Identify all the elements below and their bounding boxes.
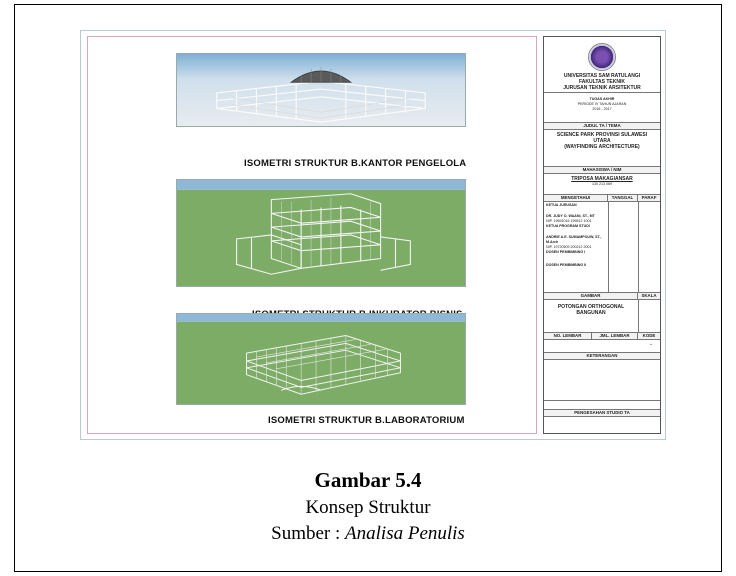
tb-period-label: TUGAS AKHIR [589, 97, 615, 101]
tb-sheet-count: JML. LEMBAR [592, 333, 638, 339]
kantor-structure-render [177, 54, 465, 126]
laboratorium-structure-render [177, 314, 465, 404]
tb-drawing-title-1: POTONGAN ORTHOGONAL [557, 304, 625, 310]
tb-student-id: 130 213 069 [592, 182, 612, 186]
tb-period: TUGAS AKHIR PERIODE IV TAHUN AJARAN 2016… [544, 93, 660, 123]
tb-header-paraf: PARAF [641, 195, 657, 200]
inkubator-structure-render [177, 180, 465, 286]
tb-footer-label: PENGESAHAN STUDIO TA [544, 410, 660, 417]
tb-sheet-code-label: KODE [642, 333, 656, 338]
tb-drawing-divider [638, 300, 639, 332]
panel-laboratorium [176, 313, 466, 405]
panel-kantor-pengelola [176, 53, 466, 127]
figure-frame [14, 4, 722, 572]
tb-period-line-2: 2016 - 2017 [592, 107, 612, 111]
tb-sheet-header: NO. LEMBAR JML. LEMBAR KODE [544, 333, 660, 340]
tb-approval-header: MENGETAHUI TANGGAL PARAF [544, 195, 660, 202]
tb-drawing-title-2: BANGUNAN [576, 310, 606, 316]
tb-project-title-2: UTARA [593, 138, 611, 144]
tb-department: JURUSAN TEKNIK ARSITEKTUR [563, 85, 641, 91]
drawing-area: ISOMETRI STRUKTUR B.KANTOR PENGELOLA [87, 36, 537, 434]
tb-university: UNIVERSITAS SAM RATULANGI [563, 73, 641, 79]
tb-header-mengetahui: MENGETAHUI [544, 195, 608, 201]
tb-student: MAHASISWA / NIM TRIPOSA MAKAGIANSAR 130 … [544, 167, 660, 195]
drawing-sheet: ISOMETRI STRUKTUR B.KANTOR PENGELOLA [80, 30, 666, 440]
figure-source: Sumber : Analisa Penulis [0, 523, 736, 545]
tb-approval-row: DOSEN PEMBIMBING I [546, 250, 586, 254]
caption-laboratorium: ISOMETRI STRUKTUR B.LABORATORIUM [268, 415, 465, 426]
tb-student-label: MAHASISWA / NIM [544, 167, 660, 174]
tb-approval-row: KETUA PROGRAM STUDI [546, 224, 590, 228]
tb-period-line-1: PERIODE IV TAHUN AJARAN [577, 102, 627, 106]
caption-kantor: ISOMETRI STRUKTUR B.KANTOR PENGELOLA [244, 158, 467, 169]
tb-approval-row: NIP. 19691016 199512 1001 [546, 219, 592, 223]
tb-approval-divider-1 [608, 202, 609, 292]
tb-project: JUDUL TA / TEMA SCIENCE PARK PROVINSI SU… [544, 123, 660, 167]
tb-approval-row: NIP. 19720509 200212 2001 [546, 245, 592, 249]
tb-drawing: GAMBAR SKALA POTONGAN ORTHOGONAL BANGUNA… [544, 293, 660, 333]
tb-faculty: FAKULTAS TEKNIK [579, 79, 625, 85]
tb-institution: UNIVERSITAS SAM RATULANGI FAKULTAS TEKNI… [544, 37, 660, 93]
tb-header-tanggal: TANGGAL [608, 195, 638, 201]
tb-approval-row: DOSEN PEMBIMBING II [546, 263, 587, 267]
tb-drawing-label: GAMBAR [544, 293, 638, 299]
tb-sheet-code: - [650, 342, 652, 348]
tb-footer: PENGESAHAN STUDIO TA [544, 409, 660, 433]
figure-title: Konsep Struktur [305, 497, 431, 518]
tb-approval: MENGETAHUI TANGGAL PARAF KETUA JURUSAN D… [544, 195, 660, 293]
tb-notes-label: KETERANGAN [544, 353, 660, 360]
tb-approval-row: DR. JUDY O. WAANI, ST., MT [546, 214, 595, 218]
figure-number: Gambar 5.4 [314, 468, 422, 492]
title-block: UNIVERSITAS SAM RATULANGI FAKULTAS TEKNI… [543, 36, 661, 434]
tb-notes: KETERANGAN [544, 353, 660, 401]
figure-source-prefix: Sumber : [271, 523, 346, 544]
tb-approval-divider-2 [638, 202, 639, 292]
tb-approval-row: ANDRIE A.E. SUMAMPOUW, ST., M.Arch [546, 235, 602, 244]
tb-drawing-header: GAMBAR SKALA [544, 293, 660, 300]
panel-inkubator-bisnis [176, 179, 466, 287]
tb-student-name: TRIPOSA MAKAGIANSAR [571, 176, 633, 182]
tb-approval-row: KETUA JURUSAN [546, 203, 577, 207]
tb-sheet-no: NO. LEMBAR [544, 333, 592, 339]
tb-project-title-3: (WAYFINDING ARCHITECTURE) [564, 144, 640, 150]
tb-scale-label: SKALA [641, 293, 657, 298]
figure-source-author: Analisa Penulis [345, 523, 465, 544]
tb-project-title-1: SCIENCE PARK PROVINSI SULAWESI [556, 132, 648, 138]
tb-sheet: NO. LEMBAR JML. LEMBAR KODE - [544, 333, 660, 353]
tb-project-label: JUDUL TA / TEMA [544, 123, 660, 130]
university-logo-icon [588, 43, 616, 71]
